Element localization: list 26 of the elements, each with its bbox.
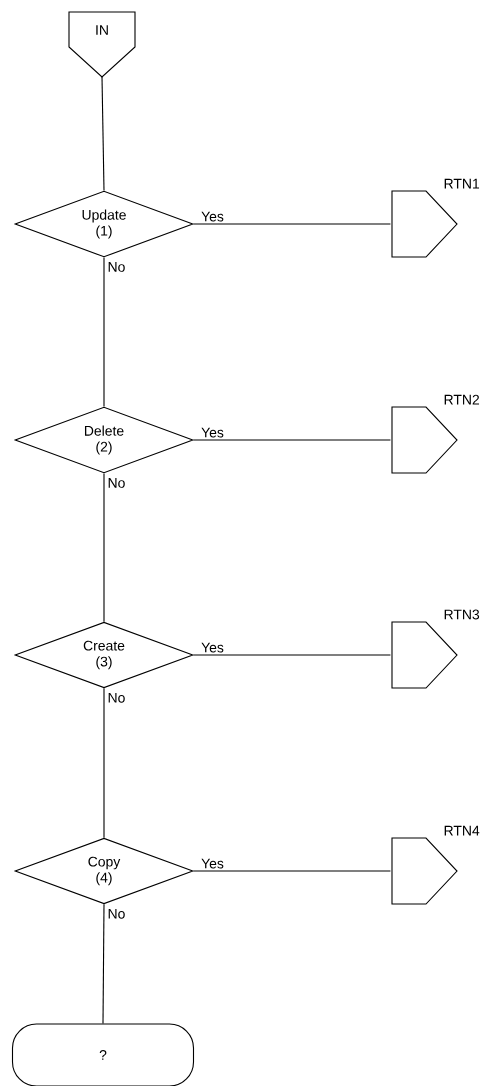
connector-line xyxy=(193,870,391,872)
connector-line xyxy=(103,687,105,839)
connector-line xyxy=(101,76,105,192)
connector-line xyxy=(103,473,105,623)
edge-label: Yes xyxy=(200,641,225,654)
edge-label: Yes xyxy=(200,857,225,870)
connector-line xyxy=(193,439,391,441)
connector-symbol xyxy=(391,621,458,689)
terminal-box: ? xyxy=(11,1023,195,1086)
connector-symbol xyxy=(391,190,458,258)
connector-name: RTN1 xyxy=(444,178,480,189)
connector-symbol xyxy=(391,837,458,905)
connector-name: RTN4 xyxy=(444,825,480,836)
edge-label: No xyxy=(106,261,127,273)
connector-line xyxy=(193,654,391,656)
edge-label: No xyxy=(106,691,127,704)
edge-label: No xyxy=(106,477,127,489)
connector-name: RTN2 xyxy=(444,394,479,405)
connector-name: RTN3 xyxy=(444,609,480,620)
edge-label: No xyxy=(106,907,127,920)
connector-line xyxy=(103,257,105,408)
connector-line xyxy=(193,223,391,225)
connector-symbol xyxy=(391,406,458,474)
connector-line xyxy=(102,903,105,1024)
edge-label: Yes xyxy=(200,210,225,223)
edge-label: Yes xyxy=(200,426,225,439)
